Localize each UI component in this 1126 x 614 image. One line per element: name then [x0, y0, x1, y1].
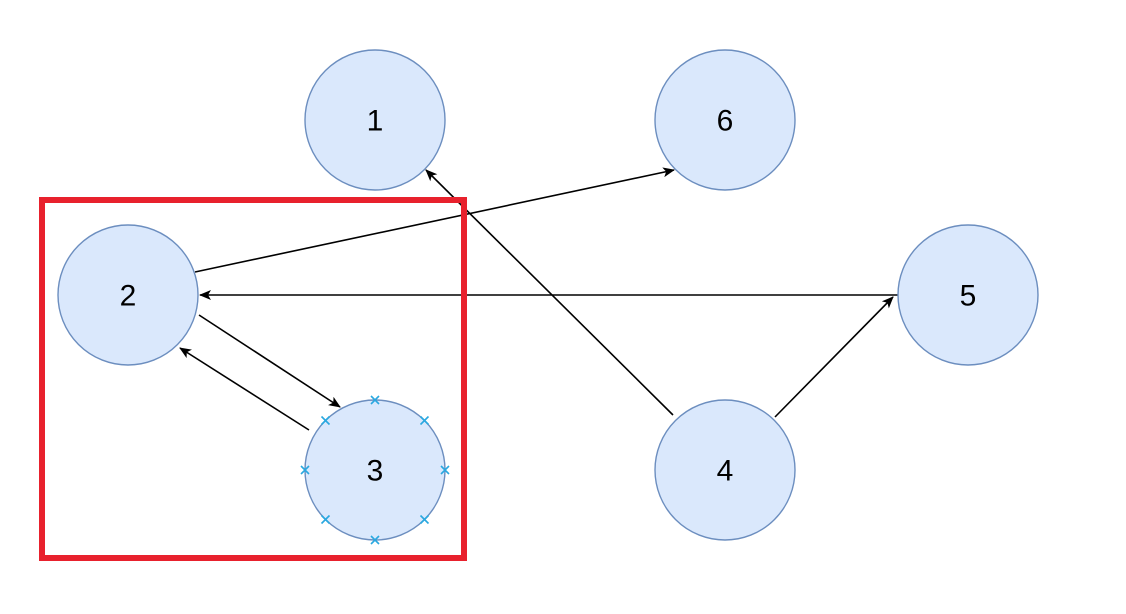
node-circle	[654, 399, 796, 541]
node-label: 2	[120, 280, 137, 313]
resize-handle[interactable]	[419, 514, 430, 525]
edge-2-to-3[interactable]	[198, 314, 341, 408]
node-label: 5	[960, 280, 977, 313]
node-5[interactable]: 5	[897, 224, 1039, 366]
edge-2-to-6[interactable]	[194, 167, 675, 273]
node-label: 1	[367, 105, 384, 138]
edge-4-to-1[interactable]	[425, 169, 674, 416]
highlight-box	[39, 197, 467, 561]
resize-handle[interactable]	[370, 535, 380, 545]
edges-layer	[179, 167, 898, 431]
node-circle	[654, 49, 796, 191]
node-6[interactable]: 6	[654, 49, 796, 191]
node-label: 6	[717, 105, 734, 138]
node-label: 3	[367, 455, 384, 488]
node-4[interactable]: 4	[654, 399, 796, 541]
resize-handle[interactable]	[320, 415, 331, 426]
edge-3-to-2[interactable]	[179, 347, 310, 431]
resize-handle[interactable]	[370, 395, 380, 405]
resize-handle[interactable]	[419, 415, 430, 426]
node-circle	[57, 224, 199, 366]
node-circle	[897, 224, 1039, 366]
node-1[interactable]: 1	[304, 49, 446, 191]
node-label: 4	[717, 455, 734, 488]
resize-handle[interactable]	[320, 514, 331, 525]
edge-4-to-5[interactable]	[774, 296, 894, 418]
node-2[interactable]: 2	[57, 224, 199, 366]
node-circle	[304, 49, 446, 191]
selection-handles[interactable]	[300, 395, 450, 545]
resize-handle[interactable]	[440, 465, 450, 475]
resize-handle[interactable]	[300, 465, 310, 475]
